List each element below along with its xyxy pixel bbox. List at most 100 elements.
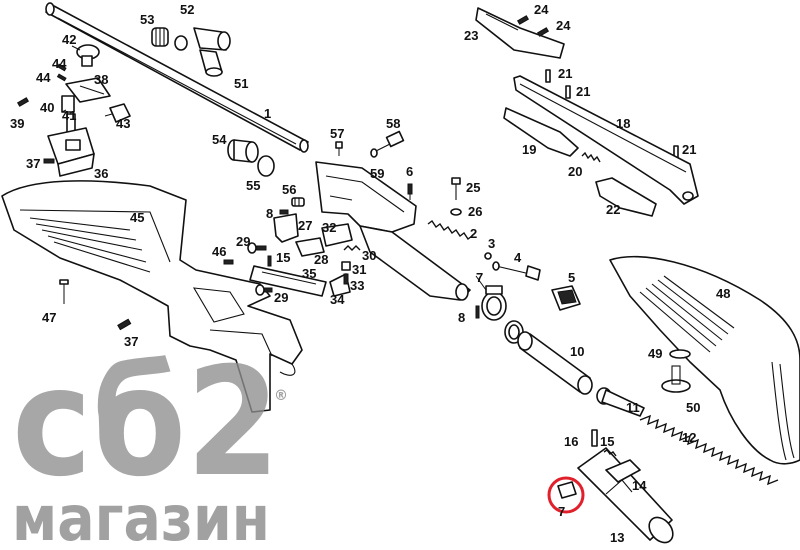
part-slide-18 bbox=[513, 75, 699, 205]
label-19: 19 bbox=[522, 142, 536, 157]
label-6: 6 bbox=[406, 164, 413, 179]
part-screw-39 bbox=[16, 97, 30, 107]
part-spring-12 bbox=[639, 414, 779, 486]
part-clamp-7 bbox=[481, 285, 507, 321]
label-53: 53 bbox=[140, 12, 154, 27]
watermark: сб2 ® магазин bbox=[12, 336, 288, 550]
label-46: 46 bbox=[212, 244, 226, 259]
label-37b: 37 bbox=[124, 334, 138, 349]
part-block-31 bbox=[341, 261, 351, 271]
label-12: 12 bbox=[682, 430, 696, 445]
label-50: 50 bbox=[686, 400, 700, 415]
label-25: 25 bbox=[466, 180, 480, 195]
part-screw-47 bbox=[59, 279, 69, 304]
label-21c: 21 bbox=[682, 142, 696, 157]
highlight-circle bbox=[547, 476, 585, 514]
watermark-registered: ® bbox=[274, 388, 288, 404]
part-screw-cap bbox=[151, 27, 169, 47]
label-18: 18 bbox=[616, 116, 630, 131]
part-stock-45 bbox=[1, 180, 303, 413]
part-pin-33 bbox=[343, 273, 349, 285]
label-51: 51 bbox=[234, 76, 248, 91]
label-20: 20 bbox=[568, 164, 582, 179]
label-33: 33 bbox=[350, 278, 364, 293]
label-44b: 44 bbox=[36, 70, 51, 85]
label-32: 32 bbox=[322, 220, 336, 235]
label-1: 1 bbox=[264, 106, 271, 121]
part-washer-26 bbox=[450, 208, 462, 216]
label-40: 40 bbox=[40, 100, 54, 115]
part-block-40 bbox=[61, 95, 75, 113]
label-41: 41 bbox=[62, 108, 76, 123]
part-screw-29b bbox=[255, 284, 273, 296]
label-21b: 21 bbox=[576, 84, 590, 99]
label-22: 22 bbox=[606, 202, 620, 217]
part-plate-35 bbox=[249, 265, 327, 297]
label-11: 11 bbox=[626, 400, 640, 415]
label-54: 54 bbox=[212, 132, 227, 147]
label-34: 34 bbox=[330, 292, 345, 307]
label-21a: 21 bbox=[558, 66, 572, 81]
part-screw-46 bbox=[223, 259, 234, 265]
label-8b: 8 bbox=[458, 310, 465, 325]
part-pin-8a bbox=[279, 209, 289, 215]
part-buttstock-48 bbox=[609, 255, 800, 465]
label-24b: 24 bbox=[556, 18, 571, 33]
part-o-ring-55 bbox=[257, 155, 275, 177]
part-spring-20 bbox=[581, 151, 601, 163]
label-23: 23 bbox=[464, 28, 478, 43]
label-28: 28 bbox=[314, 252, 328, 267]
label-4: 4 bbox=[514, 250, 522, 265]
part-spring-2 bbox=[427, 219, 473, 241]
label-49: 49 bbox=[648, 346, 662, 361]
watermark-brand: сб2 bbox=[12, 336, 280, 510]
part-sight-assembly bbox=[193, 27, 231, 77]
label-3: 3 bbox=[488, 236, 495, 251]
label-15a: 15 bbox=[276, 250, 290, 265]
part-bracket-38 bbox=[65, 77, 111, 103]
part-clip-43 bbox=[109, 103, 131, 123]
part-barrel bbox=[45, 2, 309, 153]
part-piston-11 bbox=[596, 387, 645, 417]
label-7: 7 bbox=[476, 270, 483, 285]
label-42: 42 bbox=[62, 32, 76, 47]
part-screw-25 bbox=[451, 177, 461, 200]
part-trigger-27 bbox=[273, 213, 299, 243]
label-45: 45 bbox=[130, 210, 144, 225]
label-37a: 37 bbox=[26, 156, 40, 171]
part-cylinder-10 bbox=[517, 331, 593, 395]
part-pin-8b bbox=[475, 305, 480, 319]
part-screws-44 bbox=[56, 63, 67, 82]
label-58: 58 bbox=[386, 116, 400, 131]
part-screw-57 bbox=[335, 141, 343, 156]
part-spring-15b bbox=[603, 449, 617, 457]
part-sight-base-36 bbox=[47, 127, 95, 177]
part-sear-32 bbox=[321, 223, 353, 247]
label-16: 16 bbox=[564, 434, 578, 449]
label-30: 30 bbox=[362, 248, 376, 263]
part-screw-6 bbox=[407, 183, 413, 200]
label-10: 10 bbox=[570, 344, 584, 359]
part-block-5 bbox=[551, 285, 581, 311]
part-rail-23 bbox=[475, 7, 565, 59]
label-35: 35 bbox=[302, 266, 316, 281]
label-24a: 24 bbox=[534, 2, 549, 17]
watermark-subtitle: магазин bbox=[12, 482, 270, 550]
part-pin-16 bbox=[591, 429, 598, 447]
part-lever-14 bbox=[605, 459, 641, 483]
label-15b: 15 bbox=[600, 434, 614, 449]
part-o-ring-52 bbox=[174, 35, 188, 51]
label-7b: 7 bbox=[558, 504, 565, 519]
label-8a: 8 bbox=[266, 206, 273, 221]
part-slide-19 bbox=[503, 107, 579, 157]
part-receiver-59 bbox=[315, 161, 471, 301]
label-43: 43 bbox=[116, 116, 130, 131]
label-39: 39 bbox=[10, 116, 24, 131]
label-29a: 29 bbox=[236, 234, 250, 249]
label-31: 31 bbox=[352, 262, 366, 277]
part-tube-13 bbox=[577, 447, 674, 544]
part-ball-3 bbox=[484, 252, 492, 260]
part-pin-15a bbox=[267, 255, 272, 267]
